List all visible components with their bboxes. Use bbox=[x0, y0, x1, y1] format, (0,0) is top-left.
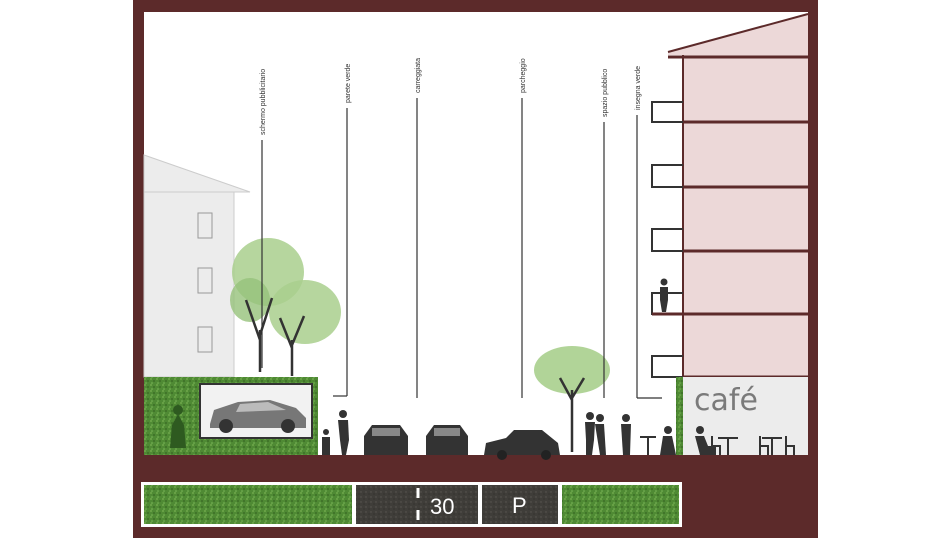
table-icon bbox=[640, 436, 656, 455]
person-icon bbox=[173, 405, 183, 415]
speed-limit-marking: 30 bbox=[430, 494, 454, 519]
label-insegna-verde: insegna verde bbox=[635, 66, 642, 110]
table-icon bbox=[762, 437, 782, 455]
parking-marking: P bbox=[512, 493, 527, 518]
left-building bbox=[143, 154, 251, 378]
tree-icon bbox=[534, 346, 610, 452]
parking-strip bbox=[482, 485, 558, 524]
label-parete-verde: parete verde bbox=[345, 64, 352, 103]
person-icon bbox=[170, 414, 186, 448]
label-parcheggio: parcheggio bbox=[520, 58, 527, 93]
table-icon bbox=[718, 437, 738, 455]
label-carreggiata: carreggiata bbox=[415, 58, 422, 93]
frame-right bbox=[808, 0, 818, 538]
leader-lines bbox=[261, 98, 662, 399]
billboard bbox=[199, 383, 313, 439]
label-schermo-pubblicitario: schermo pubblicitario bbox=[260, 69, 267, 135]
frame-left bbox=[133, 0, 144, 538]
tree-icon bbox=[230, 238, 341, 376]
right-building bbox=[651, 13, 809, 455]
grass-strip-right bbox=[562, 485, 679, 524]
car-icon bbox=[364, 425, 560, 460]
person-icon bbox=[322, 410, 631, 455]
frame-top bbox=[133, 0, 818, 12]
grass-strip-left bbox=[144, 485, 352, 524]
car-icon bbox=[210, 400, 306, 428]
plan-strip bbox=[141, 482, 682, 527]
person-icon bbox=[660, 426, 716, 455]
label-spazio-pubblico: spazio pubblico bbox=[602, 69, 609, 117]
cafe-sign: café bbox=[694, 383, 758, 418]
person-icon bbox=[660, 278, 668, 312]
chair-icon bbox=[759, 436, 795, 455]
